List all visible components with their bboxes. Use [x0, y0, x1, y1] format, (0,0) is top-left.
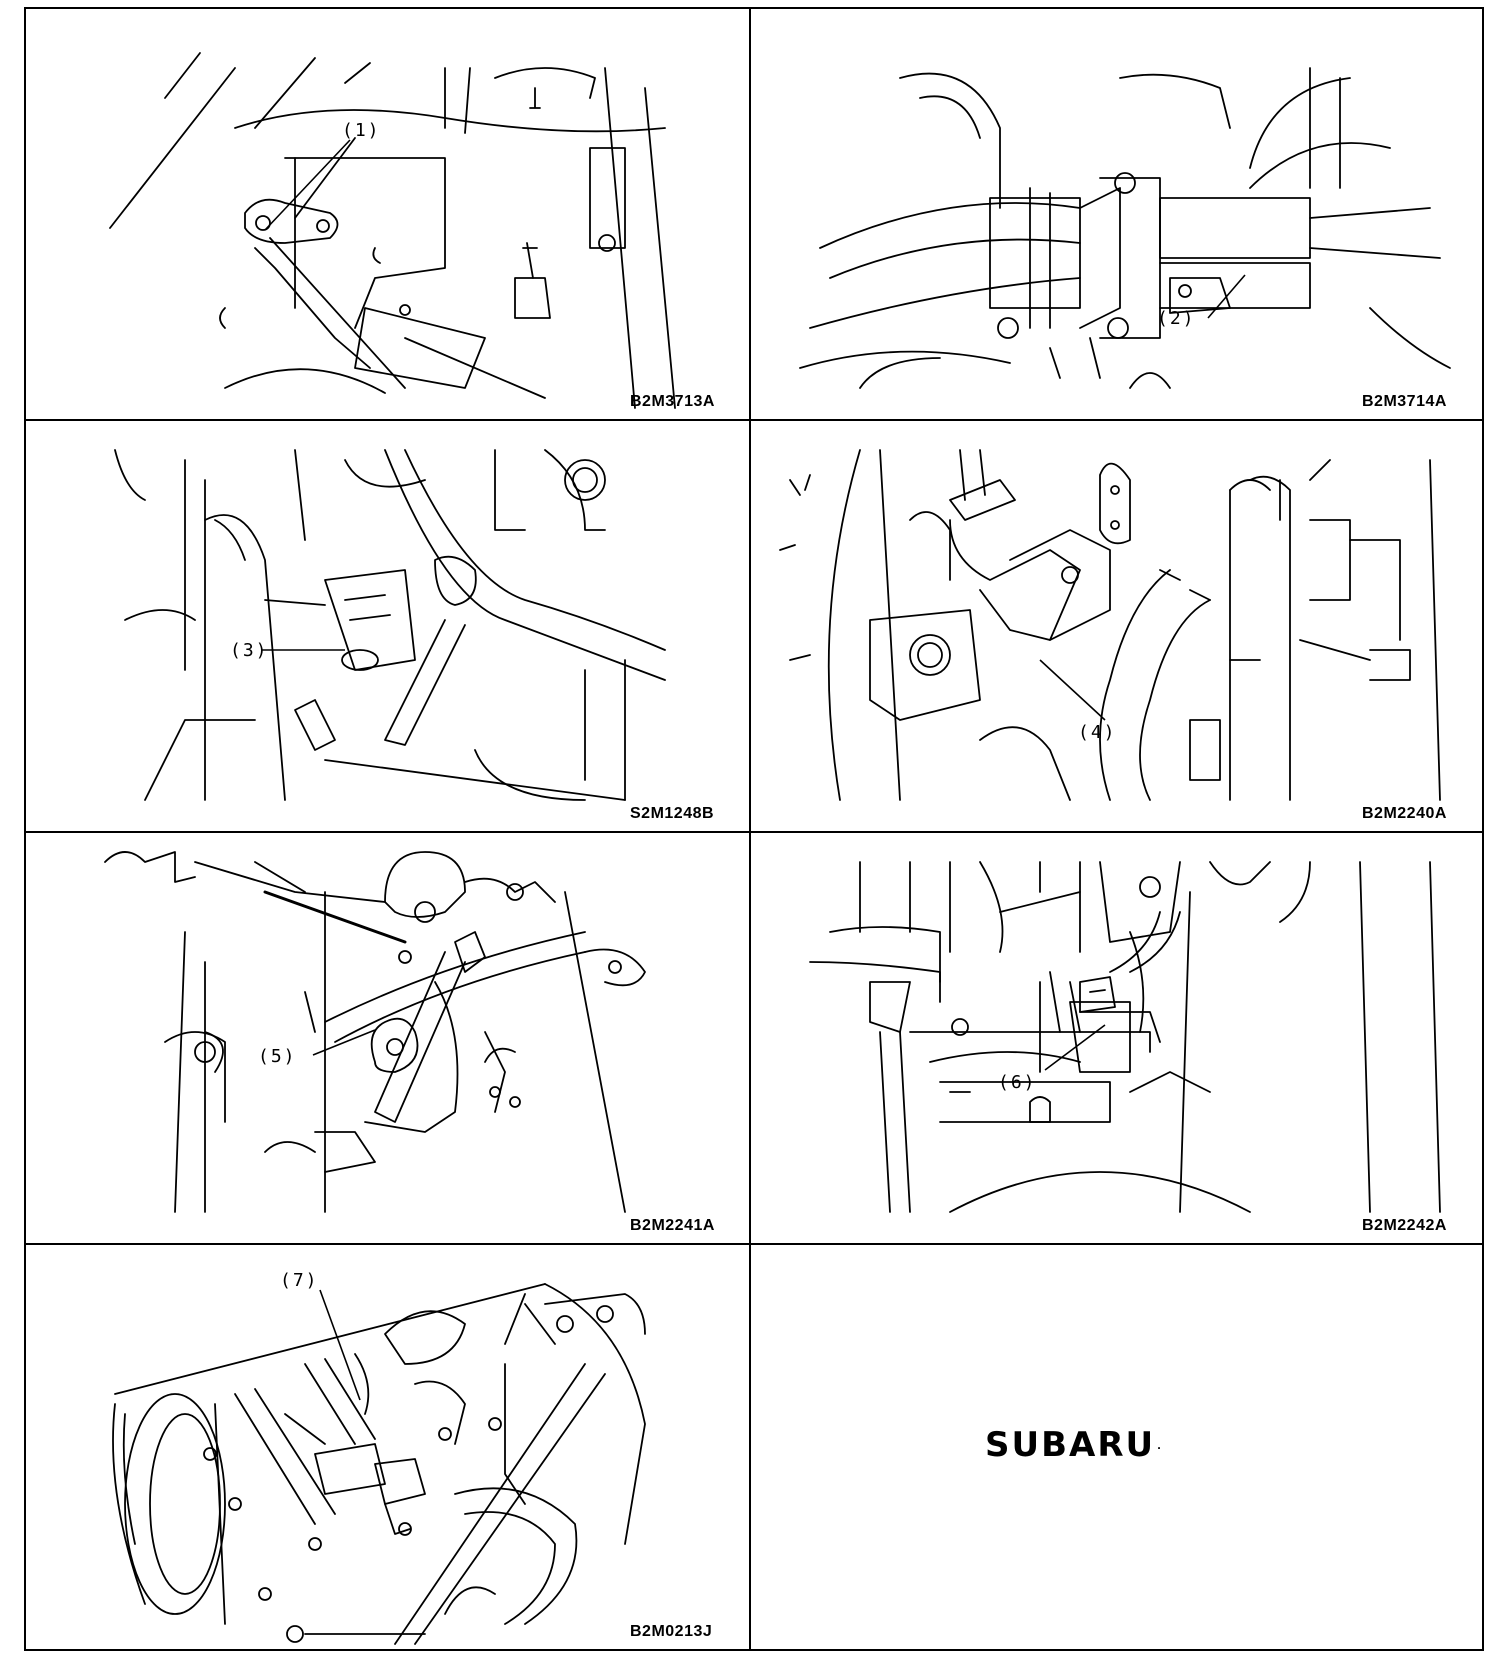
callout-4: (4) [1078, 722, 1117, 743]
figure-code-2: B2M3714A [1362, 393, 1447, 410]
figure-code-5: B2M2241A [630, 1217, 715, 1234]
subaru-logo-mark: . [1157, 1441, 1163, 1452]
callout-5: (5) [258, 1046, 297, 1067]
figure-code-4: B2M2240A [1362, 805, 1447, 822]
subaru-logo: SUBARU. [985, 1425, 1163, 1465]
panel-7-drawing [25, 1244, 750, 1650]
panel-3-drawing [25, 420, 750, 832]
panel-1-drawing [25, 8, 750, 420]
callout-1: (1) [342, 120, 381, 141]
figure-code-6: B2M2242A [1362, 1217, 1447, 1234]
callout-2: (2) [1157, 308, 1196, 329]
callout-6: (6) [998, 1072, 1037, 1093]
figure-code-3: S2M1248B [630, 805, 715, 822]
panel-5-drawing [25, 832, 750, 1244]
figure-code-1: B2M3713A [630, 393, 715, 410]
figure-code-7: B2M0213J [630, 1623, 713, 1640]
callout-3: (3) [230, 640, 269, 661]
panel-2-drawing [750, 8, 1483, 420]
panel-6-drawing [750, 832, 1483, 1244]
subaru-logo-text: SUBARU [985, 1425, 1156, 1465]
panel-4-drawing [750, 420, 1483, 832]
callout-7: (7) [280, 1270, 319, 1291]
